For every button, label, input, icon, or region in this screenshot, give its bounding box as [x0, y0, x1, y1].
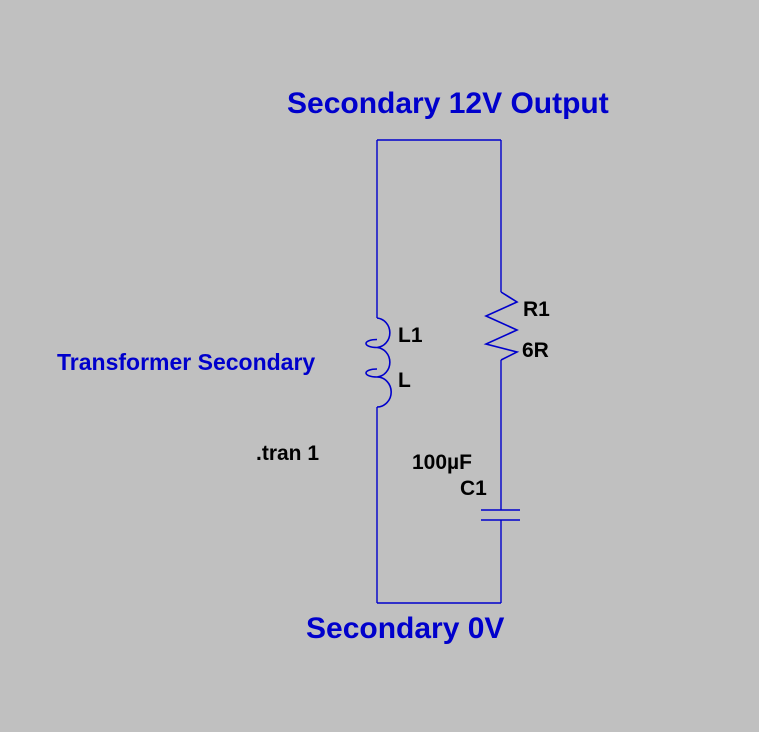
comment-transformer-secondary[interactable]: Transformer Secondary	[57, 349, 316, 375]
inductor-curl-2	[365, 368, 378, 378]
resistor-symbol[interactable]	[483, 291, 520, 361]
resistor-value[interactable]: 6R	[522, 339, 549, 362]
net-label-12v-output[interactable]: Secondary 12V Output	[287, 87, 609, 120]
capacitor-name[interactable]: C1	[460, 477, 487, 500]
capacitor-value[interactable]: 100µF	[412, 451, 472, 474]
net-label-0v[interactable]: Secondary 0V	[306, 612, 505, 645]
inductor-symbol[interactable]	[376, 317, 392, 408]
inductor-value[interactable]: L	[398, 369, 411, 392]
resistor-name[interactable]: R1	[523, 298, 550, 321]
spice-directive[interactable]: .tran 1	[256, 442, 320, 465]
inductor-curl-1	[365, 338, 378, 349]
inductor-name[interactable]: L1	[398, 324, 423, 347]
